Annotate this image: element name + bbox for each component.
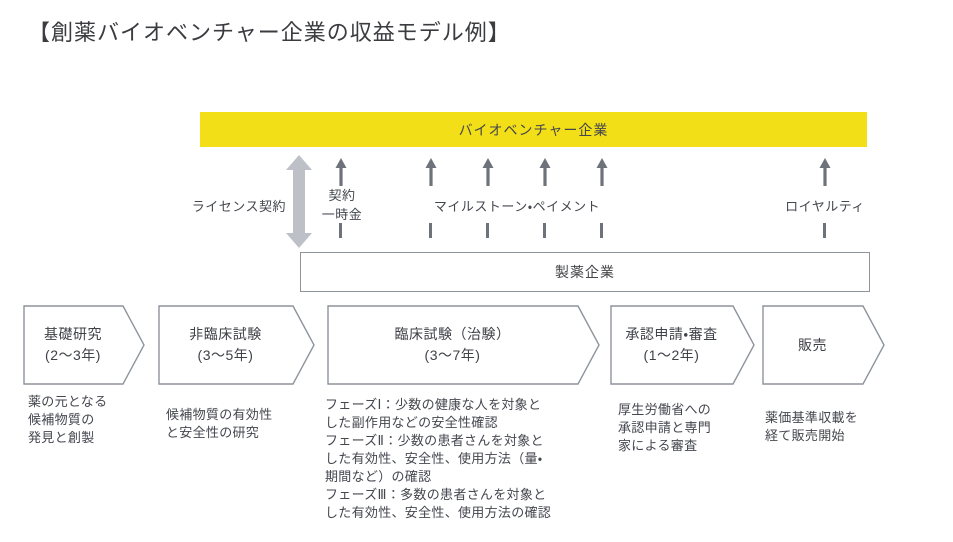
phase-label: 臨床試験（治験） (3～7年): [394, 326, 511, 363]
double-arrow-icon: [286, 155, 312, 248]
phase-label: 販売: [798, 336, 827, 353]
phase-note-approval: 厚生労働省への 承認申請と専門 家による審査: [618, 402, 712, 453]
milestone-payment-label: マイルストーン・ペイメント: [433, 199, 601, 214]
chevron-shape: [23, 305, 145, 385]
phase-note-nonclinical: 候補物質の有効性 と安全性の研究: [166, 407, 273, 440]
phase-note-clinical: フェーズⅠ：少数の健康な人を対象と した副作用などの安全性確認 フェーズⅡ：少数…: [325, 397, 552, 520]
phase-approval-review: 承認申請・審査 (1～2年): [610, 305, 755, 385]
phase-label: 基礎研究 (2～3年): [44, 326, 102, 363]
up-arrow-icon: [425, 158, 437, 186]
up-arrow-icon: [335, 158, 347, 186]
phase-clinical-trial: 臨床試験（治験） (3～7年): [327, 305, 600, 385]
page-title: 【創薬バイオベンチャー企業の収益モデル例】: [28, 20, 511, 45]
connector-dash: [823, 223, 826, 238]
chevron-shape: [762, 305, 885, 385]
phase-basic-research: 基礎研究 (2～3年): [23, 305, 145, 385]
chevron-shape: [158, 305, 315, 385]
pharma-company-box: 製薬企業: [300, 252, 870, 292]
royalty-label: ロイヤルティ: [785, 199, 865, 214]
connector-dash: [600, 223, 603, 238]
license-contract-label: ライセンス契約: [191, 199, 286, 214]
phase-sales: 販売: [762, 305, 885, 385]
phase-note-sales: 薬価基準収載を 経て販売開始: [765, 410, 859, 443]
connector-dash: [543, 223, 546, 238]
chevron-shape: [327, 305, 600, 385]
phase-label: 非臨床試験 (3～5年): [189, 326, 262, 363]
connector-dash: [486, 223, 489, 238]
up-arrow-icon: [596, 158, 608, 186]
phase-nonclinical-trial: 非臨床試験 (3～5年): [158, 305, 315, 385]
up-arrow-icon: [482, 158, 494, 186]
upfront-payment-label: 契約 一時金: [321, 188, 363, 222]
connector-dash: [429, 223, 432, 238]
bioventure-company-banner: バイオベンチャー企業: [200, 112, 867, 147]
up-arrow-icon: [819, 158, 831, 186]
up-arrow-icon: [539, 158, 551, 186]
chevron-shape: [610, 305, 755, 385]
phase-label: 承認申請・審査 (1～2年): [625, 326, 718, 363]
connector-dash: [339, 223, 342, 238]
phase-note-basic-research: 薬の元となる 候補物質の 発見と創製: [28, 394, 108, 445]
